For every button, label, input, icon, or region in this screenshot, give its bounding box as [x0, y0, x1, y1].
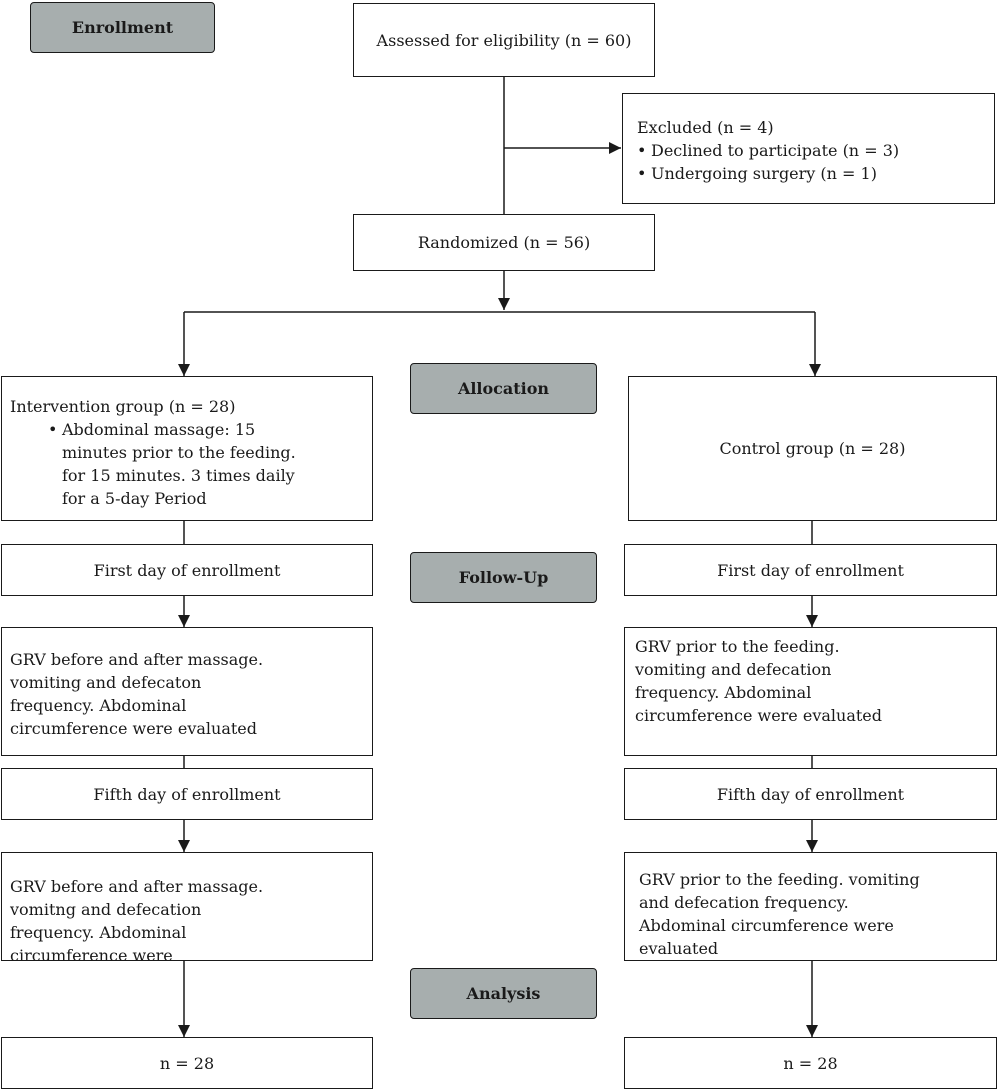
stage-analysis: Analysis [410, 968, 597, 1019]
excluded-reason: Undergoing surgery (n = 1) [637, 162, 980, 185]
control-box: Control group (n = 28) [628, 376, 997, 521]
control-fifth-eval-box: GRV prior to the feeding. vomiting and d… [624, 852, 997, 961]
intervention-fifth-eval-box: GRV before and after massage. vomitng an… [1, 852, 373, 965]
excluded-title: Excluded (n = 4) [637, 118, 774, 137]
intervention-first-eval-box: GRV before and after massage. vomiting a… [1, 627, 373, 756]
intervention-analysis-box: n = 28 [1, 1037, 373, 1089]
control-analysis-box: n = 28 [624, 1037, 997, 1089]
intervention-description: Abdominal massage: 15 minutes prior to t… [48, 418, 318, 510]
control-first-eval-box: GRV prior to the feeding. vomiting and d… [624, 627, 997, 756]
excluded-box: Excluded (n = 4) Declined to participate… [622, 93, 995, 204]
stage-enrollment: Enrollment [30, 2, 215, 53]
intervention-list: Abdominal massage: 15 minutes prior to t… [48, 418, 318, 510]
intervention-box: Intervention group (n = 28) Abdominal ma… [1, 376, 373, 521]
intervention-fifth-day-box: Fifth day of enrollment [1, 768, 373, 820]
excluded-reason: Declined to participate (n = 3) [637, 139, 980, 162]
assessed-box: Assessed for eligibility (n = 60) [353, 3, 655, 77]
stage-allocation: Allocation [410, 363, 597, 414]
stage-follow-up: Follow-Up [410, 552, 597, 603]
intervention-title: Intervention group (n = 28) [10, 397, 236, 416]
intervention-first-day-box: First day of enrollment [1, 544, 373, 596]
control-fifth-day-box: Fifth day of enrollment [624, 768, 997, 820]
excluded-list: Declined to participate (n = 3) Undergoi… [637, 139, 980, 185]
control-first-day-box: First day of enrollment [624, 544, 997, 596]
randomized-box: Randomized (n = 56) [353, 214, 655, 271]
